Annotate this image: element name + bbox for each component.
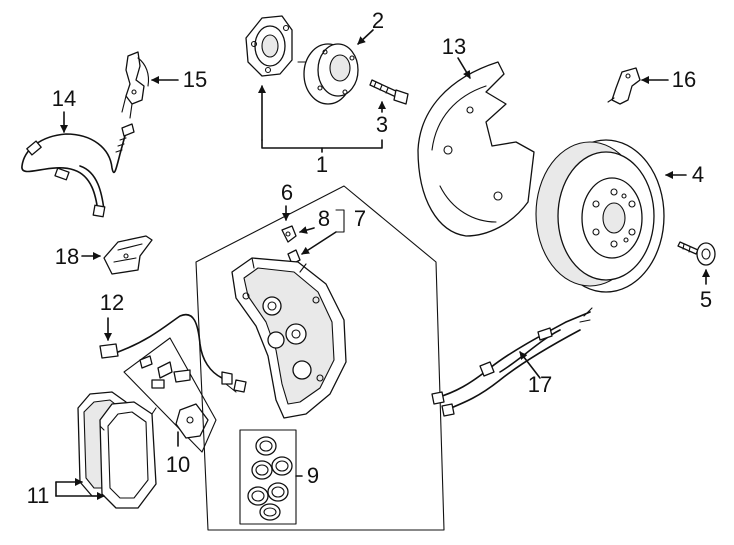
dust-shield-part — [417, 61, 535, 237]
wheel-hub-part — [297, 43, 359, 105]
callout-16: 16 — [672, 67, 696, 92]
hose-bracket-part — [121, 51, 150, 119]
callout-11: 11 — [27, 483, 50, 508]
callout-14: 14 — [52, 86, 76, 111]
hardware-kit-outline — [123, 337, 217, 453]
caliper-clip-part — [103, 235, 153, 275]
bleeder-cap-part — [287, 249, 301, 265]
callout-15: 15 — [183, 67, 207, 92]
bleeder-screw-part — [281, 225, 297, 243]
pad-wear-sensor-part — [99, 313, 247, 393]
seal-kit-part — [247, 436, 293, 521]
callout-2: 2 — [372, 8, 384, 33]
callout-9: 9 — [307, 463, 319, 488]
seal-kit-outline — [239, 429, 297, 525]
brake-hose-part — [21, 123, 135, 218]
callout-18: 18 — [55, 244, 79, 269]
hub-bolt-part — [369, 79, 409, 105]
rotor-screw-part — [677, 241, 716, 266]
wheel-bearing-part — [245, 15, 293, 77]
brake-pads-part — [77, 391, 157, 509]
callout-3: 3 — [376, 112, 388, 137]
callout-5: 5 — [700, 287, 712, 312]
callout-13: 13 — [442, 34, 466, 59]
brake-caliper-part — [231, 257, 347, 419]
callout-17: 17 — [528, 372, 552, 397]
sensor-bracket-part — [607, 67, 641, 105]
wear-sensor-harness-part — [431, 307, 593, 417]
callout-8: 8 — [318, 206, 330, 231]
leader-lines-1-2-3 — [258, 29, 386, 153]
callout-12: 12 — [100, 290, 124, 315]
callout-10: 10 — [166, 452, 190, 477]
callout-1: 1 — [316, 152, 328, 177]
callout-4: 4 — [692, 162, 704, 187]
callout-6: 6 — [281, 180, 293, 205]
callout-7: 7 — [354, 206, 366, 231]
hardware-kit-parts — [139, 355, 209, 439]
brake-rotor-part — [535, 139, 665, 293]
